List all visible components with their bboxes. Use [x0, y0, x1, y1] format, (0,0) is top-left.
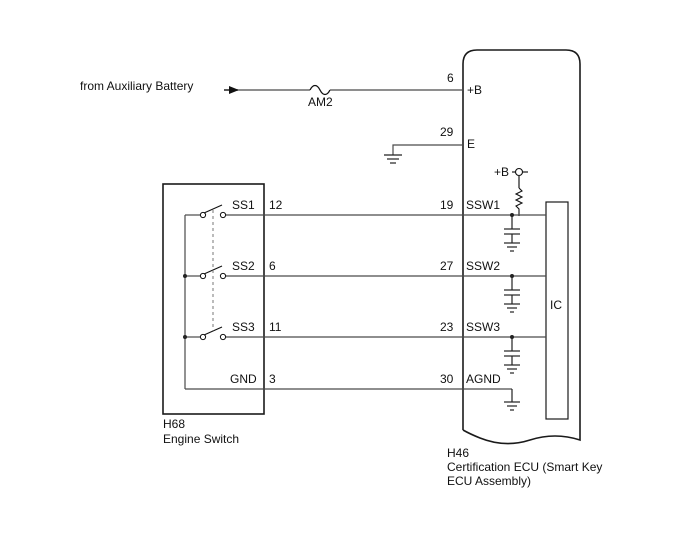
ecu-name-line2: ECU Assembly) — [447, 474, 531, 488]
ecu-pin-23: 23 — [440, 320, 454, 334]
source-label: from Auxiliary Battery — [80, 79, 193, 93]
switch-connector-label: H68 — [163, 417, 185, 431]
ecu-outline — [462, 49, 581, 445]
pullup-label: +B — [494, 165, 509, 179]
ecu-pin-19: 19 — [440, 198, 454, 212]
junction-dot — [510, 335, 514, 339]
switch-name-label: Engine Switch — [163, 432, 239, 446]
engine-switch-outline — [162, 183, 265, 415]
switch-contact-ss1-icon — [199, 204, 227, 219]
ic-block — [545, 201, 569, 420]
resistor-icon — [514, 187, 524, 216]
ground-icon — [384, 154, 402, 164]
switch-pin-6: 6 — [269, 259, 276, 273]
fuse-symbol — [309, 84, 331, 96]
ecu-connector-label: H46 — [447, 446, 469, 460]
switch-signal-ss3: SS3 — [232, 320, 255, 334]
ecu-pin-27: 27 — [440, 259, 454, 273]
switch-pin-11: 11 — [269, 320, 282, 334]
ecu-signal-agnd: AGND — [466, 372, 501, 386]
ecu-pin-30: 30 — [440, 372, 454, 386]
ecu-signal-ssw1: SSW1 — [466, 198, 500, 212]
ecu-signal-ssw2: SSW2 — [466, 259, 500, 273]
ecu-name-line1: Certification ECU (Smart Key — [447, 460, 602, 474]
ground-wire — [392, 144, 463, 155]
ecu-pin-6: 6 — [447, 71, 454, 85]
switch-signal-ss2: SS2 — [232, 259, 255, 273]
junction-dot — [183, 335, 187, 339]
capacitor-ssw1-icon — [504, 215, 520, 252]
ecu-signal-ssw3: SSW3 — [466, 320, 500, 334]
switch-pin-3: 3 — [269, 372, 276, 386]
capacitor-ssw3-icon — [504, 337, 520, 374]
switch-signal-ss1: SS1 — [232, 198, 255, 212]
ecu-signal-e: E — [467, 137, 475, 151]
switch-pin-12: 12 — [269, 198, 283, 212]
junction-dot — [510, 274, 514, 278]
junction-dot — [183, 274, 187, 278]
switch-signal-gnd: GND — [230, 372, 257, 386]
ic-label: IC — [550, 298, 562, 312]
junction-dot — [510, 213, 514, 217]
ecu-pin-29: 29 — [440, 125, 454, 139]
capacitor-ssw2-icon — [504, 276, 520, 313]
ecu-signal-b: +B — [467, 83, 482, 97]
agnd-ground-icon — [504, 389, 520, 411]
switch-contact-ss3-icon — [199, 326, 227, 341]
pullup-terminal-icon — [514, 167, 524, 177]
fuse-label: AM2 — [308, 95, 333, 109]
